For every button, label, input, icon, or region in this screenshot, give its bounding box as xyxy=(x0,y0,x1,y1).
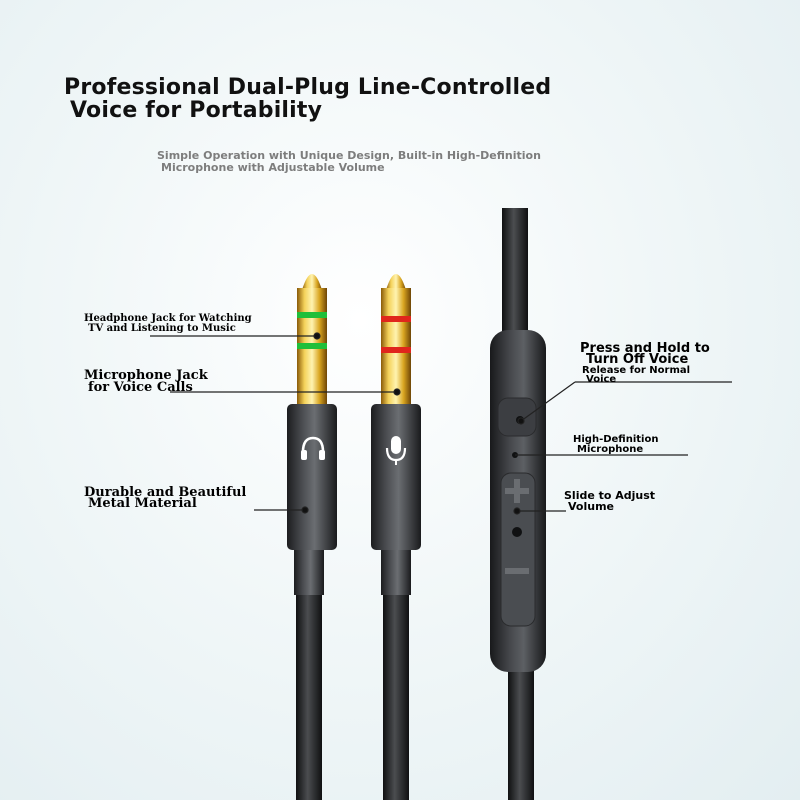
voice-button xyxy=(497,397,537,437)
callout-release-1: Release for Normal xyxy=(582,365,690,376)
headline-line-1: Professional Dual-Plug Line-Controlled xyxy=(64,75,552,100)
callout-metal-2: Metal Material xyxy=(88,496,197,511)
callout-press-1: Press and Hold to xyxy=(580,341,710,356)
microphone-icon xyxy=(385,436,407,465)
callout-microphone-2: for Voice Calls xyxy=(88,380,193,395)
callout-microphone-1: Microphone Jack xyxy=(84,368,209,383)
callout-metal-1: Durable and Beautiful xyxy=(84,485,246,500)
slider-knob xyxy=(512,527,522,537)
callout-slide-1: Slide to Adjust xyxy=(564,489,655,502)
microphone-cable xyxy=(383,595,409,800)
microphone-plug xyxy=(371,274,421,595)
subheadline: Simple Operation with Unique Design, Bui… xyxy=(157,150,541,174)
inline-remote xyxy=(490,330,546,672)
headphone-ring-1 xyxy=(297,312,327,318)
callout-press-2: Turn Off Voice xyxy=(586,352,688,367)
microphone-ring-1 xyxy=(381,316,411,322)
headline-line-2: Voice for Portability xyxy=(70,98,323,123)
top-cable xyxy=(502,208,528,338)
callout-slide-2: Volume xyxy=(568,500,614,513)
subheadline-line-2: Microphone with Adjustable Volume xyxy=(161,161,385,174)
bottom-cable xyxy=(508,665,534,800)
headphones-icon xyxy=(301,436,325,460)
plus-icon xyxy=(505,479,529,503)
callout-lines xyxy=(150,332,732,515)
minus-icon xyxy=(505,568,529,574)
headphone-plug xyxy=(287,274,337,595)
callout-headphone-1: Headphone Jack for Watching xyxy=(84,313,252,324)
headline: Professional Dual-Plug Line-Controlled V… xyxy=(64,76,551,122)
callout-headphone-2: TV and Listening to Music xyxy=(88,323,236,334)
headphone-cable xyxy=(296,595,322,800)
headphone-ring-2 xyxy=(297,343,327,349)
subheadline-line-1: Simple Operation with Unique Design, Bui… xyxy=(157,149,541,162)
callout-hdmic-2: Microphone xyxy=(577,444,643,455)
callout-hdmic-1: High-Definition xyxy=(573,434,658,445)
microphone-ring-2 xyxy=(381,347,411,353)
callout-release-2: Voice xyxy=(586,374,616,385)
